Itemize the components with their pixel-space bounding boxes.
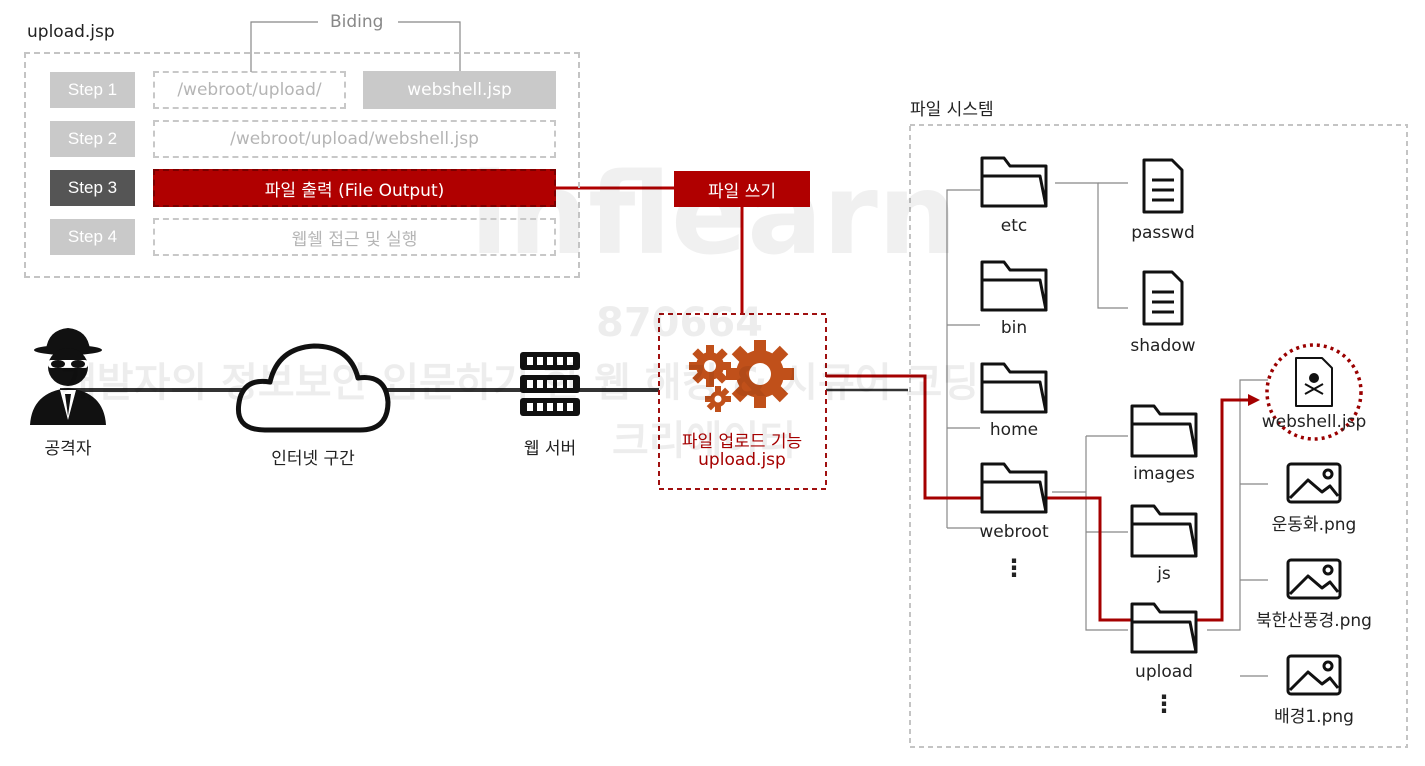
folder-icon-bin <box>980 260 1048 312</box>
image-icon-1 <box>1286 462 1342 504</box>
attacker-icon <box>30 328 106 425</box>
step-4-button[interactable]: Step 4 <box>50 219 135 255</box>
document-icon-webshell <box>1295 357 1333 407</box>
webserver-label: 웹 서버 <box>523 439 577 459</box>
biding-bracket-right <box>398 21 461 72</box>
file-background-label: 배경1.png <box>1274 707 1354 727</box>
dir-home-label: home <box>989 420 1039 440</box>
webroot-ellipsis: ⋮ <box>1152 690 1176 718</box>
folder-icon-etc <box>980 156 1048 208</box>
cloud-icon <box>236 343 391 433</box>
file-write-label: 파일 쓰기 <box>674 171 810 207</box>
folder-icon-images <box>1130 404 1198 458</box>
attacker-label: 공격자 <box>44 439 92 459</box>
folder-icon-js <box>1130 504 1198 558</box>
step-3-button[interactable]: Step 3 <box>50 170 135 206</box>
step1-file-field: webshell.jsp <box>363 71 556 109</box>
attack-path-arrowhead <box>1248 394 1260 406</box>
folder-icon-webroot <box>980 462 1048 514</box>
document-icon-shadow <box>1142 270 1184 326</box>
root-ellipsis: ⋮ <box>1002 554 1026 582</box>
gears-icon <box>689 340 794 412</box>
upload-panel-title: upload.jsp <box>27 22 115 42</box>
file-landscape-label: 북한산풍경.png <box>1256 611 1372 631</box>
file-webshell-label: webshell.jsp <box>1261 412 1367 432</box>
upload-feature-box <box>658 313 827 490</box>
step2-path-field: /webroot/upload/webshell.jsp <box>153 120 556 158</box>
filesystem-box <box>909 124 1408 748</box>
image-icon-3 <box>1286 654 1342 696</box>
upload-feature-file: upload.jsp <box>698 450 786 470</box>
filesystem-title: 파일 시스템 <box>910 100 994 120</box>
biding-bracket-left <box>250 21 318 72</box>
document-icon-passwd <box>1142 158 1184 214</box>
dir-upload-label: upload <box>1135 662 1193 682</box>
step-2-button[interactable]: Step 2 <box>50 121 135 157</box>
folder-icon-home <box>980 362 1048 414</box>
folder-icon-upload <box>1130 602 1198 654</box>
dir-js-label: js <box>1157 564 1171 584</box>
image-icon-2 <box>1286 558 1342 600</box>
upload-feature-label: 파일 업로드 기능 <box>681 432 803 452</box>
dir-images-label: images <box>1133 464 1195 484</box>
step-1-button[interactable]: Step 1 <box>50 72 135 108</box>
internet-label: 인터넷 구간 <box>271 449 355 469</box>
file-passwd-label: passwd <box>1131 223 1195 243</box>
tree-lines <box>946 182 1268 677</box>
dir-etc-label: etc <box>1000 216 1028 236</box>
dir-bin-label: bin <box>1000 318 1028 338</box>
webshell-highlight-circle <box>1265 343 1363 441</box>
biding-label: Biding <box>330 12 384 32</box>
step4-action-field: 웹쉘 접근 및 실행 <box>153 218 556 256</box>
step3-action-field: 파일 출력 (File Output) <box>153 169 556 207</box>
server-icon <box>520 352 580 416</box>
attack-path-line <box>826 374 1250 622</box>
file-shoes-label: 운동화.png <box>1271 515 1357 535</box>
step1-path-field: /webroot/upload/ <box>153 71 346 109</box>
file-shadow-label: shadow <box>1130 336 1196 356</box>
upload-panel-box <box>24 52 580 278</box>
dir-webroot-label: webroot <box>979 522 1049 542</box>
